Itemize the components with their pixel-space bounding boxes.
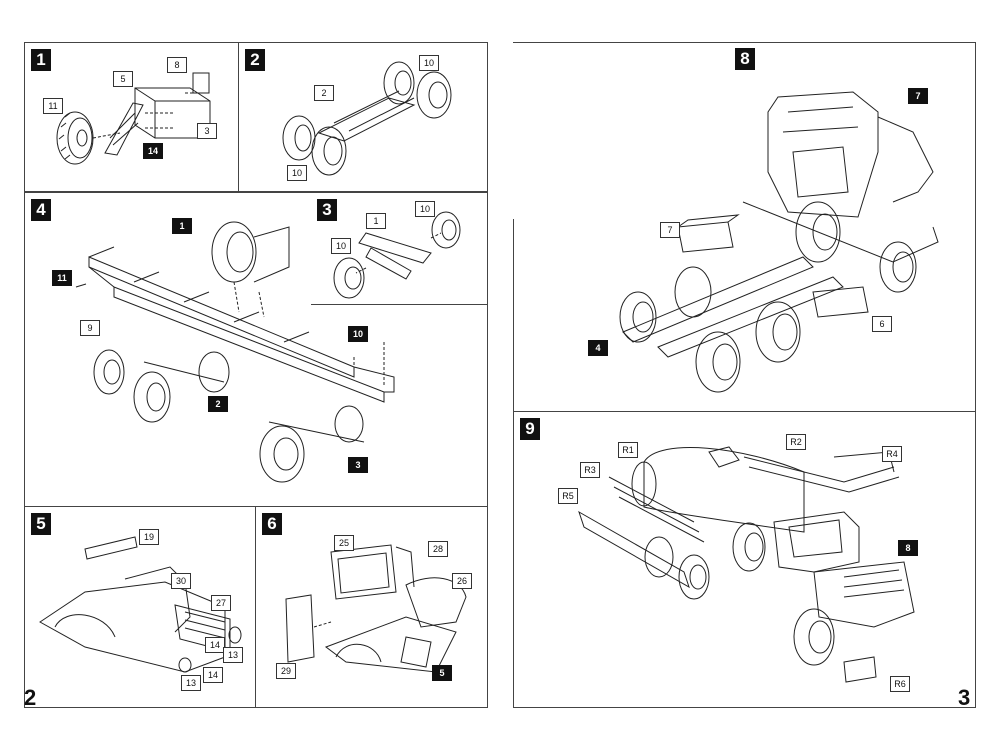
step-1-panel: 1 8 5 11 14 3	[24, 42, 239, 192]
step-1-illustration	[56, 72, 211, 165]
part-label: 5	[113, 71, 133, 87]
part-label: 13	[181, 675, 201, 691]
part-label: 10	[415, 201, 435, 217]
part-label: 25	[334, 535, 354, 551]
step-3-illustration	[333, 211, 461, 299]
part-label: 29	[276, 663, 296, 679]
part-label: 10	[287, 165, 307, 181]
part-label: 2	[208, 396, 228, 412]
step-9-illustration	[578, 446, 915, 683]
step-number: 8	[735, 48, 755, 70]
part-label: R6	[890, 676, 910, 692]
step-3-panel: 3 1 10 10	[310, 192, 488, 305]
step-number: 9	[520, 418, 540, 440]
part-label: 4	[588, 340, 608, 356]
part-label: 9	[80, 320, 100, 336]
part-label: 7	[660, 222, 680, 238]
part-label: 14	[143, 143, 163, 159]
step-9-panel: 9 R1 R2 R4 R3 R5 8	[513, 411, 976, 708]
page-number-left: 2	[24, 685, 37, 710]
step-number: 4	[31, 199, 51, 221]
part-label: 26	[452, 573, 472, 589]
step-5-panel: 5 19 30 27 14 13 13 14	[24, 506, 256, 708]
part-label: 8	[167, 57, 187, 73]
part-label: 14	[203, 667, 223, 683]
part-label: 10	[331, 238, 351, 254]
part-label: 11	[52, 270, 72, 286]
part-label: R5	[558, 488, 578, 504]
part-label: 14	[205, 637, 225, 653]
part-label: 5	[432, 665, 452, 681]
part-label: 10	[419, 55, 439, 71]
step-8-illustration	[619, 91, 939, 393]
step-4-panel: 4	[24, 192, 311, 507]
step-8-panel-main: 8	[729, 42, 976, 220]
part-label: 3	[197, 123, 217, 139]
part-label: 1	[172, 218, 192, 234]
part-label: 7	[908, 88, 928, 104]
part-label: R4	[882, 446, 902, 462]
part-label: 6	[872, 316, 892, 332]
step-4-panel-extension	[310, 305, 488, 507]
part-label: 30	[171, 573, 191, 589]
part-label: 19	[139, 529, 159, 545]
part-label: 1	[366, 213, 386, 229]
part-label: R2	[786, 434, 806, 450]
part-label: 10	[348, 326, 368, 342]
part-label: 27	[211, 595, 231, 611]
step-number: 5	[31, 513, 51, 535]
step-6-illustration	[285, 544, 467, 673]
step-2-illustration	[282, 61, 452, 176]
step-number: 6	[262, 513, 282, 535]
part-label: 8	[898, 540, 918, 556]
part-label: 2	[314, 85, 334, 101]
part-label: 28	[428, 541, 448, 557]
step-number: 1	[31, 49, 51, 71]
part-label: 11	[43, 98, 63, 114]
step-6-panel: 6 25 28 26 29 5	[255, 506, 488, 708]
part-label: R3	[580, 462, 600, 478]
step-number: 3	[317, 199, 337, 221]
step-4-illustration	[75, 221, 395, 483]
part-label: 13	[223, 647, 243, 663]
part-label: 3	[348, 457, 368, 473]
page-number-right: 3	[958, 685, 971, 710]
step-number: 2	[245, 49, 265, 71]
step-2-panel: 2 10 2 10	[238, 42, 488, 192]
part-label: R1	[618, 442, 638, 458]
